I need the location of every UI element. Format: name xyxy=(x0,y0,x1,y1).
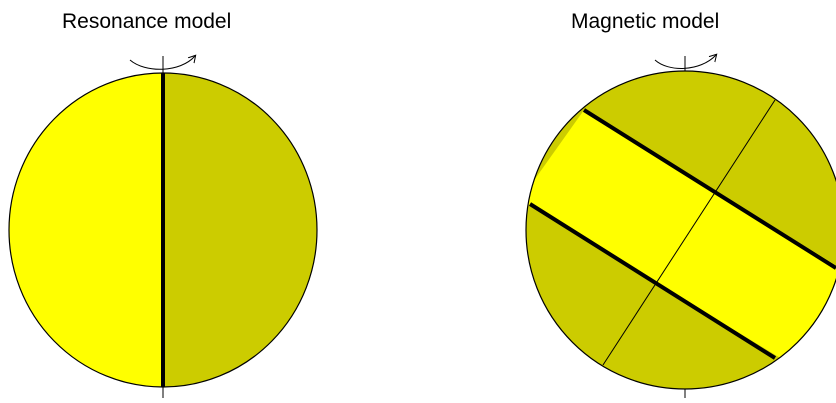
rotation-arrow-icon xyxy=(129,56,195,70)
sphere-outline-right xyxy=(525,70,836,390)
magnetic-axis-line xyxy=(602,99,776,366)
band-boundary-lower xyxy=(528,202,777,360)
band-boundary-upper xyxy=(582,108,836,270)
magnetic-model-title: Magnetic model xyxy=(571,10,720,33)
bright-band xyxy=(526,110,836,370)
rotation-arrow-icon-right xyxy=(654,55,716,69)
resonance-model-title: Resonance model xyxy=(62,10,232,33)
bright-hemisphere xyxy=(9,73,163,387)
magnetic-model-sphere xyxy=(525,55,836,398)
resonance-model-sphere xyxy=(8,56,318,398)
olive-hemisphere xyxy=(163,73,317,387)
